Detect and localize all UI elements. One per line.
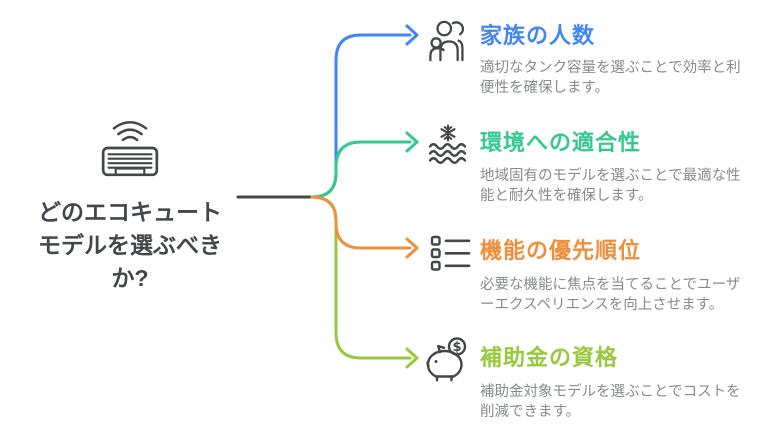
snowflake-waves-icon [428, 124, 467, 164]
branch-description: 必要な機能に焦点を当てることでユーザーエクスペリエンスを向上させます。 [480, 277, 741, 313]
branch-title: 家族の人数 [480, 23, 596, 48]
family-icon [429, 20, 465, 62]
branch-connector-features [310, 195, 412, 250]
branch-description: 補助金対象モデルを選ぶことでコストを削減できます。 [480, 384, 741, 420]
arrow-icon [405, 24, 419, 46]
piggy-bank-icon: $ [426, 337, 467, 382]
branch-title: 機能の優先順位 [480, 238, 642, 263]
checklist-icon [430, 235, 471, 271]
branch-connector-environment [310, 140, 412, 199]
central-question-node: どのエコキュートモデルを選ぶべきか? [18, 112, 242, 295]
branch-description: 適切なタンク容量を選ぶことで効率と利便性を確保します。 [480, 60, 741, 96]
arrow-icon [405, 237, 419, 259]
branch-connector-subsidy [310, 195, 412, 360]
heat-pump-icon [101, 121, 159, 177]
central-question-title: どのエコキュートモデルを選ぶべきか? [38, 199, 222, 291]
branch-title: 補助金の資格 [480, 345, 619, 370]
arrow-icon [405, 131, 419, 153]
branch-title: 環境への適合性 [480, 130, 642, 155]
arrow-icon [405, 347, 419, 369]
svg-text:$: $ [452, 340, 461, 355]
branch-description: 地域固有のモデルを選ぶことで最適な性能と耐久性を確保します。 [480, 168, 741, 204]
branch-connector-family [310, 33, 412, 199]
